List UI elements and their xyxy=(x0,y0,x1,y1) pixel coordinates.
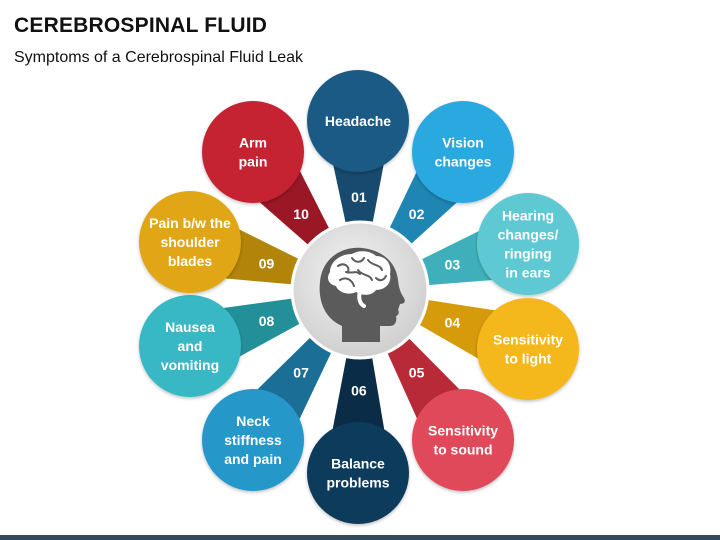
symptom-stem-06 xyxy=(328,329,389,454)
symptom-circle-04 xyxy=(477,298,579,400)
symptom-circle-06 xyxy=(307,422,409,524)
symptom-circle-09 xyxy=(139,191,241,293)
symptom-number-03: 03 xyxy=(445,257,461,273)
page-title: CEREBROSPINAL FLUID xyxy=(14,14,268,37)
symptom-circle-01 xyxy=(307,70,409,172)
symptom-number-06: 06 xyxy=(351,383,367,399)
symptom-number-10: 10 xyxy=(293,206,309,222)
symptom-number-08: 08 xyxy=(259,313,275,329)
symptom-number-05: 05 xyxy=(409,365,425,381)
symptom-circle-10 xyxy=(202,101,304,203)
page-subtitle: Symptoms of a Cerebrospinal Fluid Leak xyxy=(14,49,304,66)
symptom-circle-07 xyxy=(202,389,304,491)
symptom-circle-03 xyxy=(477,193,579,295)
symptom-number-07: 07 xyxy=(293,365,309,381)
symptom-circle-02 xyxy=(412,101,514,203)
symptom-number-02: 02 xyxy=(409,206,425,222)
symptom-number-04: 04 xyxy=(445,314,461,330)
symptom-number-01: 01 xyxy=(351,189,367,205)
symptom-node-01: Headache xyxy=(307,70,409,172)
brain-head-icon xyxy=(319,247,405,342)
bottom-bar xyxy=(0,535,720,540)
symptom-circle-05 xyxy=(412,389,514,491)
center-hub xyxy=(290,220,430,360)
symptom-label-01: Headache xyxy=(325,113,391,129)
symptom-circle-08 xyxy=(139,295,241,397)
symptom-number-09: 09 xyxy=(259,256,275,272)
